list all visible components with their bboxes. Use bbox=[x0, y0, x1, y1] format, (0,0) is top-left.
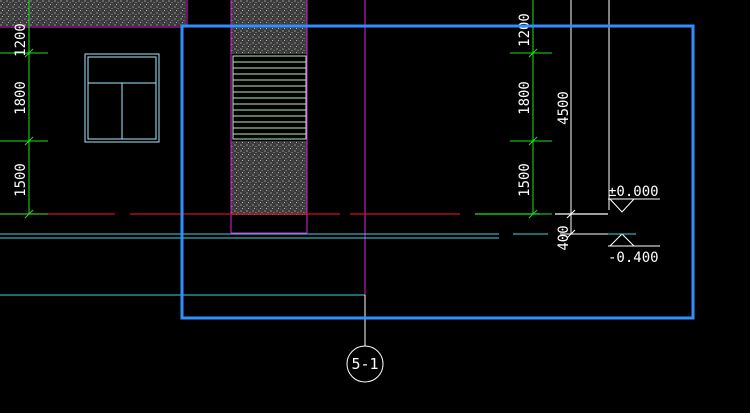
overall-dimension bbox=[560, 0, 612, 239]
selection-rectangle[interactable] bbox=[180, 24, 695, 320]
left-dim-1500: 1500 bbox=[13, 163, 29, 197]
base-lines bbox=[0, 233, 548, 296]
hatch-column-lower bbox=[231, 141, 307, 215]
level-label-upper: ±0.000 bbox=[608, 184, 659, 200]
level-label-lower: -0.400 bbox=[608, 250, 659, 266]
louvre-vent bbox=[232, 55, 307, 140]
left-dim-1200: 1200 bbox=[13, 23, 29, 57]
axis-bubble bbox=[346, 345, 384, 383]
level-marker-lower bbox=[608, 233, 660, 247]
axis-label: 5-1 bbox=[351, 355, 378, 373]
right-dim-1200: 1200 bbox=[517, 13, 533, 47]
right-dim-1800: 1800 bbox=[517, 81, 533, 115]
left-dim-1800: 1800 bbox=[13, 81, 29, 115]
left-dimension-chain bbox=[0, 0, 48, 219]
window-elevation bbox=[84, 53, 160, 143]
magenta-wall-lines bbox=[0, 0, 366, 295]
overall-dim-4500: 4500 bbox=[556, 91, 572, 125]
hatch-wall-top-left bbox=[0, 0, 186, 26]
level-marker-upper bbox=[608, 198, 660, 213]
right-dimension-chain bbox=[510, 0, 552, 219]
right-dim-1500: 1500 bbox=[517, 163, 533, 197]
base-dim-400: 400 bbox=[556, 225, 572, 250]
